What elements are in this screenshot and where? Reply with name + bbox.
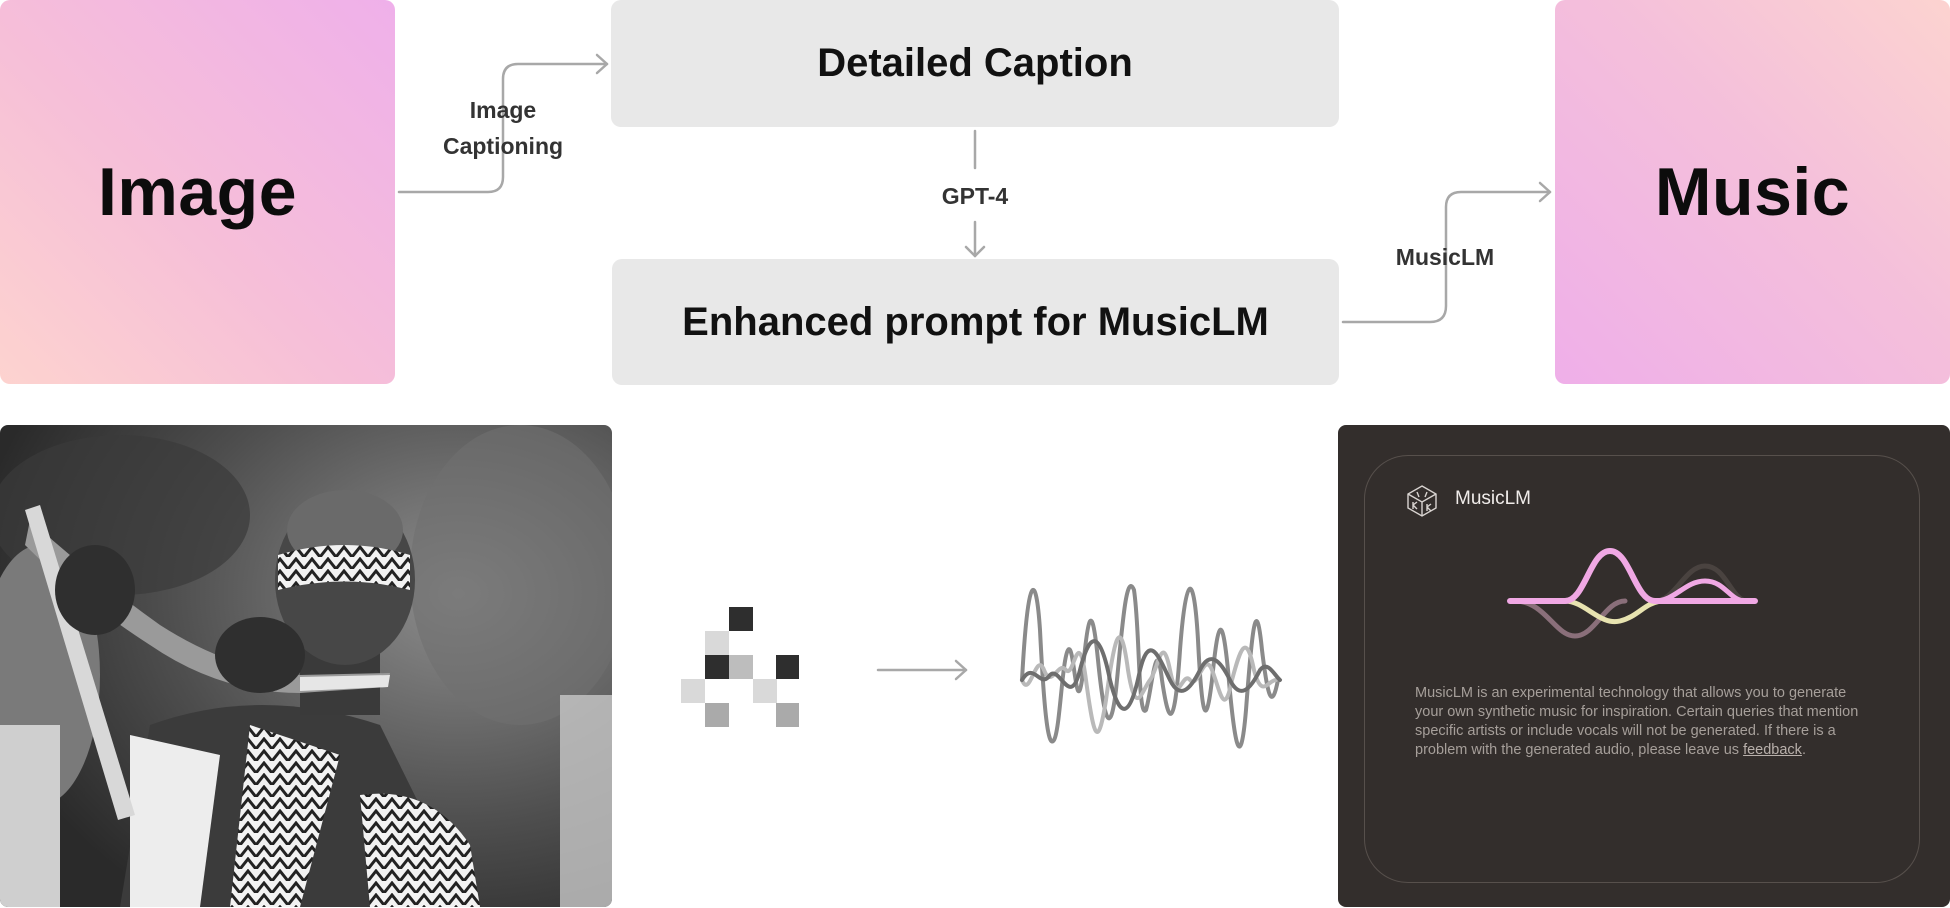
musiclm-app-description: MusicLM is an experimental technology th… [1415, 684, 1875, 760]
detailed-caption-node: Detailed Caption [611, 0, 1339, 127]
image-captioning-label: Image Captioning [430, 92, 576, 164]
musiclm-app-card: MusicLM MusicLM is an experimental techn… [1338, 425, 1950, 907]
image-pixel-icon [681, 607, 799, 727]
gpt4-label: GPT-4 [941, 183, 1009, 209]
musiclm-app-panel: MusicLM MusicLM is an experimental techn… [1364, 455, 1920, 883]
image-captioning-line1: Image [469, 97, 537, 123]
description-period: . [1801, 742, 1806, 758]
image-node-label: Image [97, 154, 298, 230]
image-captioning-line2: Captioning [442, 133, 564, 159]
arrowhead-image-to-caption [595, 53, 609, 75]
enhanced-prompt-node: Enhanced prompt for MusicLM [612, 259, 1339, 385]
musiclm-logo-icon [1407, 485, 1437, 517]
flow-arrows [397, 53, 1552, 324]
detailed-caption-label: Detailed Caption [817, 41, 1133, 85]
musician-photo [0, 425, 612, 907]
arrow-prompt-to-music [1341, 190, 1552, 324]
musiclm-wave-visual [1507, 547, 1758, 639]
image-node: Image [0, 0, 395, 384]
musiclm-description-text: MusicLM is an experimental technology th… [1415, 685, 1859, 758]
arrowhead-prompt-to-music [1538, 181, 1552, 203]
feedback-link[interactable]: feedback [1743, 742, 1802, 758]
music-node: Music [1555, 0, 1950, 384]
enhanced-prompt-label: Enhanced prompt for MusicLM [682, 299, 1269, 344]
musiclm-app-title: MusicLM [1455, 488, 1532, 509]
music-node-label: Music [1654, 154, 1851, 230]
arrowhead-gpt4-to-prompt [964, 245, 986, 258]
arrow-image-to-caption [397, 62, 609, 194]
arrow-right-icon [876, 659, 968, 681]
musiclm-edge-label: MusicLM [1395, 244, 1495, 270]
audio-waveform [1020, 584, 1282, 749]
